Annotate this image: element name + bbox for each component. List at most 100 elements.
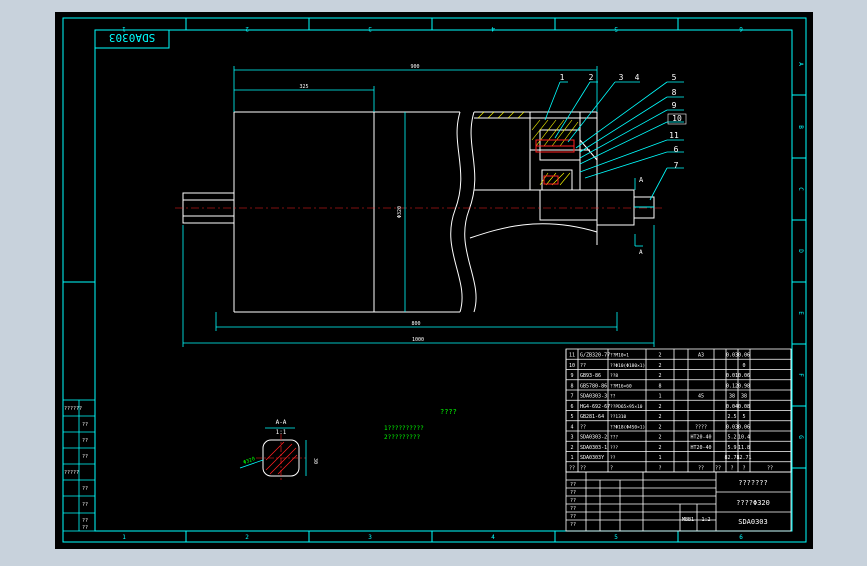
bom-cell-name: ??Φ10(Φ180×1) [610,363,645,369]
balloon-6: 6 [674,145,679,154]
bom-cell-material: HT20-40 [690,445,711,451]
balloon-11: 11 [669,131,679,140]
left-column-label: ?? [82,454,88,460]
bom-cell-total-weight: 10.4 [738,435,750,441]
bom-cell-code: GB5780-86 [580,383,607,389]
balloon-9: 9 [672,101,677,110]
bom-cell-material: HT20-40 [690,435,711,441]
zone-row-label: A [797,62,804,66]
bom-cell-code: SDA0303Y [580,455,604,461]
section-mark-bottom: A [639,249,643,256]
bom-cell-unit-weight: 5.2 [727,435,736,441]
bom-header-cell: ? [730,465,733,471]
zone-col-label: 1 [122,534,126,541]
bom-cell-qty: 1 [658,394,661,400]
tech-notes-line1: 1?????????? [384,425,424,432]
balloon-3: 3 [619,73,624,82]
balloon-1: 1 [560,73,565,82]
bom-cell-name: ?? [610,394,616,400]
dim-top-overall: 900 [410,64,419,70]
balloon-7: 7 [674,161,679,170]
title-row-label: ?? [570,482,576,488]
bom-cell-no: 1 [570,455,573,461]
bom-cell-no: 10 [569,363,575,369]
bom-cell-name: ??8 [610,373,618,379]
bom-cell-material: A3 [698,353,704,359]
title-material: MBB1 [682,517,694,523]
title-company: ??????? [738,479,768,487]
title-row-label: ?? [570,498,576,504]
title-block-grid [565,471,792,532]
bom-cell-qty: 2 [658,445,661,451]
bom-cell-material: ???? [695,424,707,430]
bom-cell-code: ?? [580,363,586,369]
bom-cell-no: 4 [570,424,573,430]
bom-cell-code: G/ZB320-77 [580,353,610,359]
zone-col-label: 3 [368,25,372,32]
bom-cell-total-weight: 0.08 [738,404,750,410]
title-row-label: ?? [570,506,576,512]
title-row-label: ?? [570,522,576,528]
left-column-label: ?? [82,525,88,531]
bom-cell-no: 11 [569,353,575,359]
bom-cell-qty: 1 [658,455,661,461]
balloon-box-10 [667,113,687,125]
bom-cell-code: GB281-64 [580,414,604,420]
balloon-8: 8 [672,88,677,97]
title-row-label: ?? [570,490,576,496]
leader-lines [544,81,684,201]
tech-notes-heading: ???? [440,408,457,416]
tech-notes-line2: 2????????? [384,434,421,441]
bom-cell-code: SDA0303-1 [580,445,607,451]
left-column-label: ?? [82,438,88,444]
bom-cell-qty: 2 [658,373,661,379]
bom-cell-no: 8 [570,383,573,389]
section-ratio: 1:1 [276,429,287,436]
dim-diameter: Φ320 [397,206,403,218]
bom-cell-no: 2 [570,445,573,451]
dim-bottom-overall: 1000 [412,337,424,343]
bom-cell-name: ??? [610,435,618,441]
bom-cell-no: 7 [570,394,573,400]
bom-cell-total-weight: 0.98 [738,383,750,389]
bolt-marks [535,139,575,185]
bom-cell-total-weight: 0.06 [738,424,750,430]
zone-row-label: G [797,435,804,439]
left-column-label: ?? [82,486,88,492]
zone-col-label: 6 [739,25,743,32]
title-name: ????Φ320 [736,499,770,507]
bom-cell-qty: 2 [658,353,661,359]
balloon-4: 4 [635,73,640,82]
bom-cell-unit-weight: 5.9 [727,445,736,451]
title-drawing-number: SDA0303 [738,518,768,526]
bom-header-cell: ?? [569,465,575,471]
bom-cell-total-weight: 82.71 [736,455,751,461]
zone-row-label: B [797,125,804,129]
bom-cell-name: ??M10×1 [610,353,629,359]
section-mark-top: A [639,176,644,184]
bom-cell-name: ??PD65×95×10 [610,404,643,410]
bom-header-cell: ?? [715,465,721,471]
outer-frame [62,17,807,543]
bom-cell-code: GB93-86 [580,373,601,379]
dim-bottom-inner: 800 [411,321,420,327]
zone-col-label: 6 [739,534,743,541]
title-scale: 1:2 [701,517,710,523]
bom-cell-name: ??M16×60 [610,383,632,389]
bom-header-cell: ? [658,465,661,471]
title-row-label: ?? [570,514,576,520]
bom-cell-qty: 8 [658,383,661,389]
zone-col-label: 1 [122,25,126,32]
section-title: A-A [276,419,287,426]
zone-col-label: 2 [245,25,249,32]
bom-header-cell: ?? [767,465,773,471]
bom-cell-no: 9 [570,373,573,379]
bom-cell-unit-weight: 38 [729,394,735,400]
bom-header-cell: ?? [698,465,704,471]
